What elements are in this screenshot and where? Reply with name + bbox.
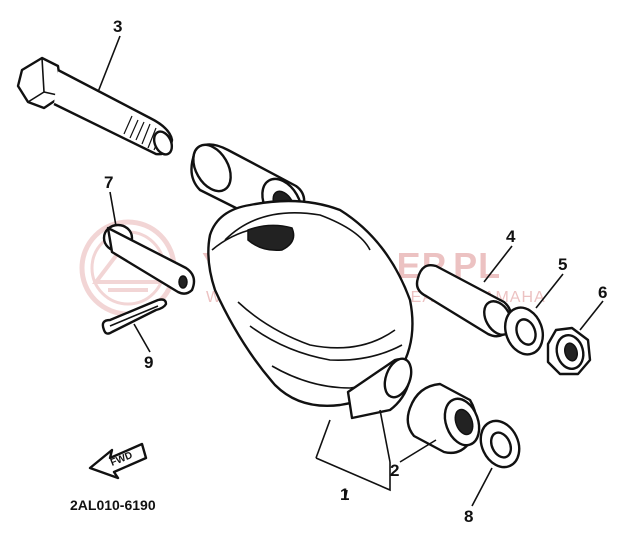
callout-6: 6 [598, 283, 607, 302]
callout-8: 8 [464, 507, 473, 526]
callout-7: 7 [104, 173, 113, 192]
part-7-pin [102, 223, 196, 295]
callout-4: 4 [506, 227, 516, 246]
part-2-collar [406, 382, 481, 455]
part-code: 2AL010-6190 [70, 497, 156, 513]
part-6-nut [546, 326, 592, 376]
part-3-bolt [16, 56, 174, 156]
fwd-arrow-icon: FWD [88, 442, 148, 480]
callout-9: 9 [144, 353, 153, 372]
callout-2: 2 [390, 461, 399, 480]
part-9-cotter-pin [101, 298, 168, 335]
callout-3: 3 [113, 17, 122, 36]
leader-lines [97, 35, 604, 507]
part-1-shock-absorber [190, 143, 414, 420]
part-8-washer [479, 419, 521, 469]
callout-numbers: 3 7 4 5 6 9 2 1 8 [104, 17, 607, 526]
callout-1: 1 [340, 485, 349, 504]
part-5-washer [503, 306, 545, 356]
callout-5: 5 [558, 255, 567, 274]
